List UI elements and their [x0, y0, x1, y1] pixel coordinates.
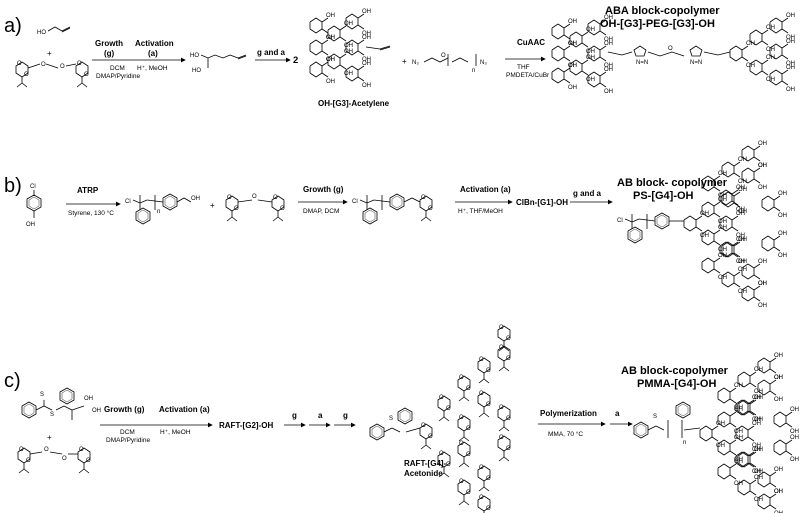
svg-text:OH: OH [191, 196, 200, 202]
panel-a-title-2: OH-[G3]-PEG-[G3]-OH [600, 18, 715, 30]
panel-c-cond2: DMAP/Pyridine [106, 437, 150, 444]
svg-text:OH: OH [26, 222, 35, 228]
raft-g4-acetonide-structure: S [369, 324, 512, 513]
svg-text:HO: HO [192, 68, 201, 74]
cuaac-cond1: THF [517, 64, 530, 71]
anhydride-structure-a: O O [15, 60, 90, 88]
panel-a-growth-sub: (g) [104, 49, 115, 58]
svg-text:OH: OH [84, 396, 93, 402]
svg-text:S: S [389, 416, 393, 422]
panel-a-title-1: ABA block-copolymer [605, 5, 720, 17]
panel-c-title-1: AB block-copolymer [621, 365, 729, 377]
g1-acetylene-structure: HO HO [190, 53, 247, 74]
panel-c-polymerization: Polymerization [540, 409, 597, 418]
peg-diazide-structure: N₃ O n N₃ [412, 53, 487, 74]
svg-text:O: O [44, 447, 49, 453]
panel-a-cond1: DCM [110, 65, 125, 72]
svg-text:Cl: Cl [617, 218, 623, 224]
g3-acetylene-structure [309, 9, 391, 89]
panel-c-intermediate: RAFT-[G2]-OH [219, 421, 273, 430]
panel-a-intermediate: OH-[G3]-Acetylene [318, 99, 390, 108]
svg-text:HO: HO [190, 53, 199, 59]
panel-a-product-num: 2 [293, 55, 298, 66]
panel-a-label: a) [4, 15, 22, 37]
panel-c-g1: g [292, 411, 297, 420]
panel-c-label: c) [4, 370, 21, 392]
svg-text:n: n [683, 440, 686, 446]
cuaac-cond2: PMDETA/CuBr [506, 72, 550, 79]
ps-benzyl-alcohol-structure: Cl n OH [125, 193, 200, 225]
panel-b-intermediate: ClBn-[G1]-OH [516, 198, 568, 207]
panel-c-acetonide-2: Acetonide [404, 469, 443, 478]
panel-b-title-1: AB block- copolymer [617, 177, 728, 189]
panel-a-cond2: DMAP/Pyridine [96, 73, 140, 80]
panel-c-title-2: PMMA-[G4]-OH [637, 378, 716, 390]
svg-text:S: S [50, 412, 54, 418]
panel-c-poly-cond: MMA, 70 °C [548, 430, 583, 438]
panel-c-g2: g [343, 411, 348, 420]
svg-text:O: O [441, 53, 446, 59]
atrp-label: ATRP [77, 186, 99, 195]
panel-c-acetonide-1: RAFT-[G4]- [404, 459, 447, 468]
svg-text:S: S [653, 414, 657, 420]
svg-text:HO: HO [37, 30, 46, 36]
panel-a-g-and-a: g and a [257, 48, 286, 57]
benzyl-chloride-structure: Cl OH [26, 184, 42, 228]
propargyl-alcohol-structure: HO [37, 26, 71, 36]
panel-b-plus: + [210, 201, 215, 210]
panel-c-plus: + [47, 433, 52, 442]
svg-text:O: O [252, 194, 257, 200]
panel-b-title-2: PS-[G4]-OH [633, 190, 694, 202]
svg-text:Cl: Cl [352, 199, 358, 205]
svg-text:Cl: Cl [125, 199, 131, 205]
aba-product-structure: N=N O N=N [551, 12, 796, 95]
panel-b-g-and-a: g and a [573, 189, 602, 198]
panel-a-cond3: H⁺, MeOH [137, 65, 168, 72]
panel-b-growth-cond: DMAP, DCM [303, 208, 339, 215]
svg-text:N=N: N=N [636, 60, 648, 66]
panel-a-activation-label: Activation [135, 39, 174, 48]
panel-c-cond3: H⁺, MeOH [160, 429, 191, 436]
panel-c-a2: a [615, 409, 620, 418]
raft-agent-structure: S S OH OH [21, 387, 101, 420]
ps-g1-acetonide-structure: Cl [352, 193, 434, 225]
anhydride-structure-c: O O [17, 446, 92, 474]
cuaac-label: CuAAC [517, 38, 545, 47]
anhydride-structure-b: O [225, 194, 286, 222]
panel-c-cond1: DCM [120, 429, 135, 436]
panel-c-growth-label: Growth (g) [104, 405, 145, 414]
svg-text:O: O [668, 46, 673, 52]
svg-text:O: O [41, 62, 46, 68]
panel-c-a1: a [318, 411, 323, 420]
panel-c-activation-label: Activation (a) [159, 405, 210, 414]
panel-b-label: b) [4, 175, 22, 197]
svg-text:n: n [472, 68, 475, 74]
svg-text:O: O [60, 64, 65, 70]
svg-text:N=N: N=N [690, 60, 702, 66]
panel-a-activation-sub: (a) [148, 49, 158, 58]
pmma-g4-product-structure: S n [633, 352, 800, 513]
panel-b-growth-label: Growth (g) [303, 185, 344, 194]
panel-a-plus2: + [402, 57, 407, 66]
panel-a-growth-label: Growth [95, 39, 123, 48]
svg-text:OH: OH [92, 408, 101, 414]
panel-b-activation-label: Activation (a) [460, 185, 511, 194]
atrp-cond: Styrene, 130 °C [68, 209, 114, 217]
svg-text:S: S [40, 392, 44, 398]
svg-text:N₃: N₃ [480, 60, 487, 66]
svg-text:n: n [157, 209, 160, 215]
panel-b-activation-cond: H⁺, THF/MeOH [458, 208, 503, 215]
svg-text:N₃: N₃ [412, 60, 419, 66]
svg-text:O: O [62, 456, 67, 462]
panel-a-plus: + [47, 49, 52, 58]
ps-g4-product-structure: Cl [617, 140, 788, 310]
svg-text:Cl: Cl [30, 184, 36, 190]
